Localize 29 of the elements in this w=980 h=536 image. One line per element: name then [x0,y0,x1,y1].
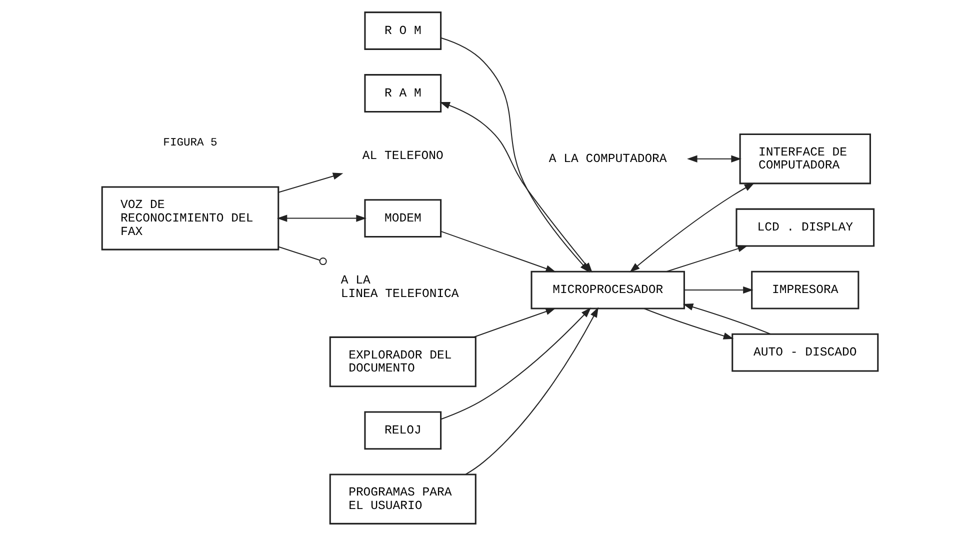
label: FIGURA 5 [163,137,218,150]
connector [278,246,327,266]
arrow [666,245,748,272]
node-box: IMPRESORA [751,270,860,310]
node-box: VOZ DE RECONOCIMIENTO DEL FAX [101,186,280,250]
node-box: PROGRAMAS PARA EL USUARIO [329,474,476,524]
node-box: R A M [364,74,442,112]
node-box: MODEM [364,199,442,238]
arrow [630,182,755,272]
arrow [441,307,592,420]
node-box: R O M [364,12,442,50]
arrow [474,308,556,338]
arrow [644,308,734,340]
arrow [276,214,366,222]
node-text: A LA COMPUTADORA [548,152,667,166]
node-text: A LA LINEA TELEFONICA [340,273,459,301]
node-box: MICROPROCESADOR [530,270,685,310]
arrow [684,286,754,294]
node-text: AL TELEFONO [362,148,444,163]
node-box: EXPLORADOR DEL DOCUMENTO [329,336,476,388]
node-box: AUTO - DISCADO [732,333,879,372]
arrow [687,155,742,162]
arrow [278,172,344,193]
node-box: LCD . DISPLAY [736,208,875,247]
arrow [682,304,771,335]
arrow [465,307,598,475]
node-box: INTERFACE DE COMPUTADORA [739,134,871,184]
node-box: RELOJ [364,411,442,450]
arrow [440,230,556,272]
